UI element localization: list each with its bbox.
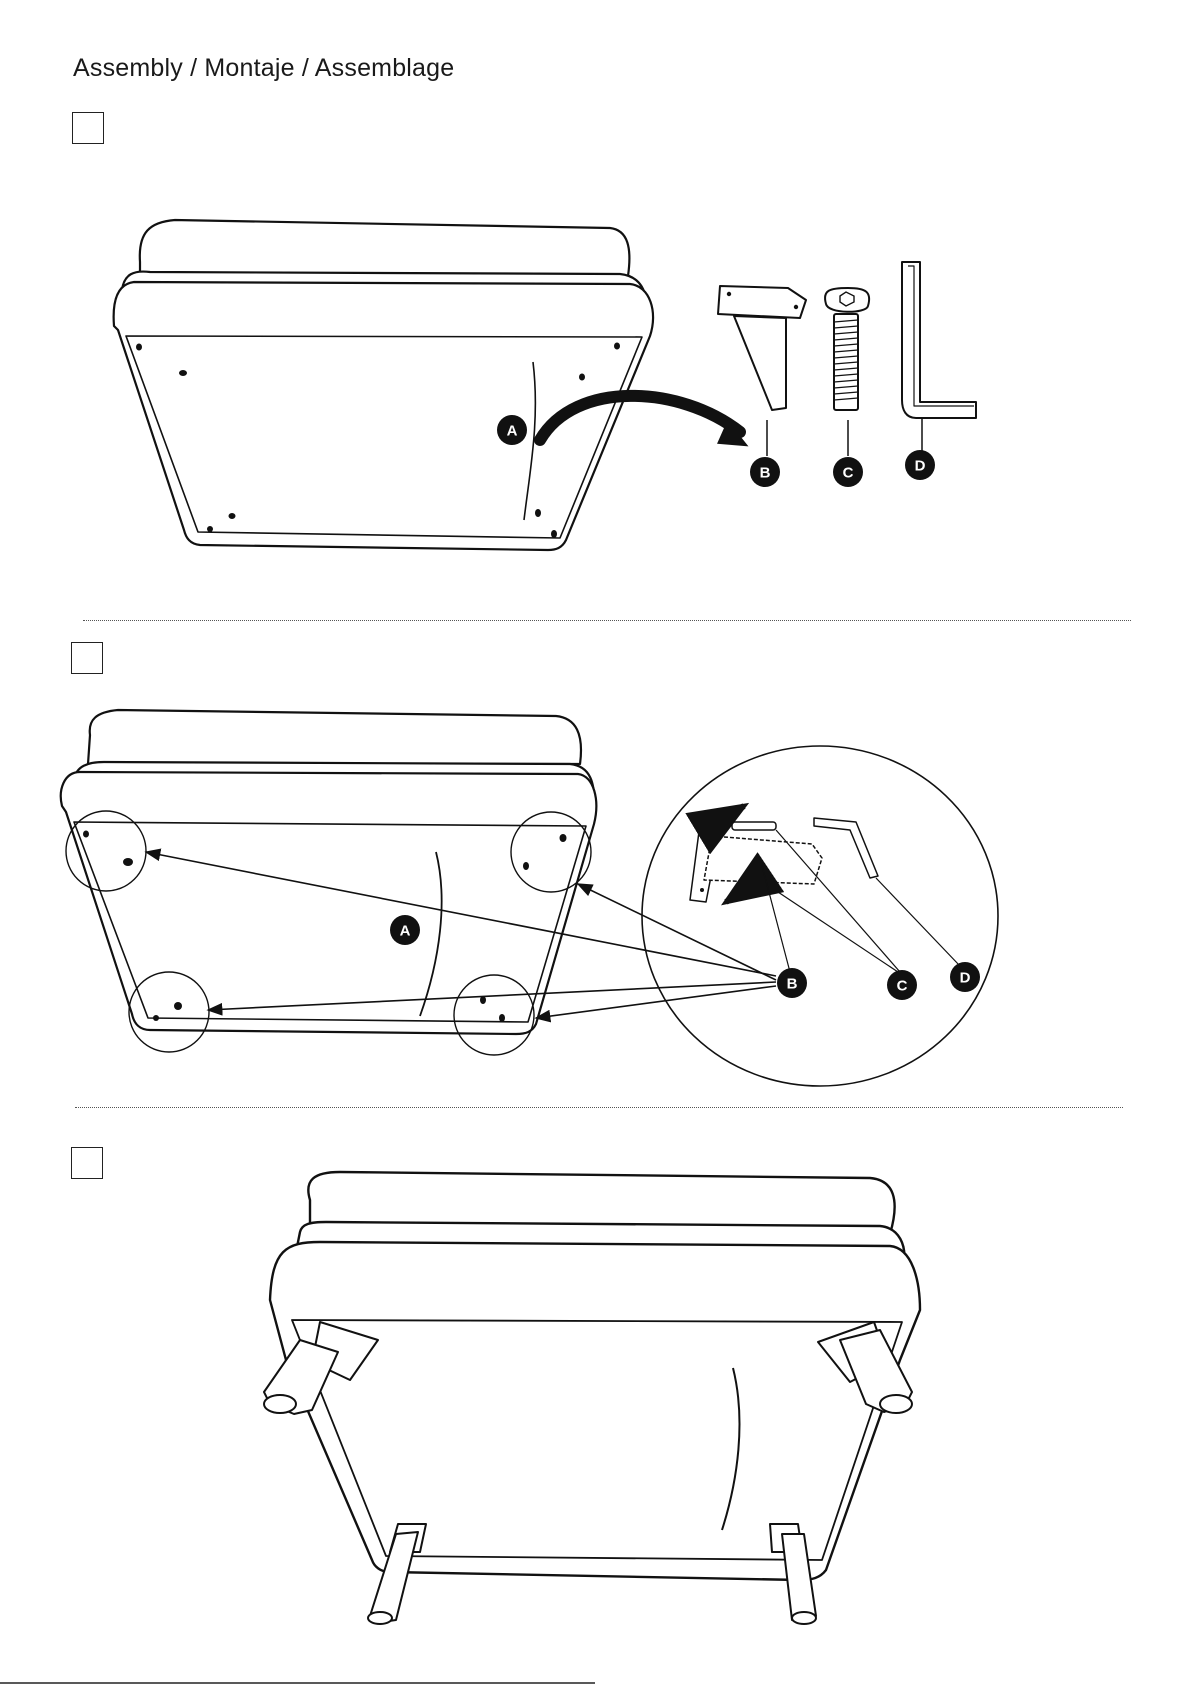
step-3-sofa-icon [270, 1172, 920, 1580]
step-2-label-b: B [777, 968, 807, 998]
svg-text:B: B [760, 465, 771, 482]
step-1-label-b: B [750, 457, 780, 487]
step-2-label-c: C [887, 970, 917, 1000]
svg-text:C: C [897, 978, 908, 995]
step-1-label-d: D [905, 450, 935, 480]
svg-text:B: B [787, 976, 798, 993]
svg-text:A: A [400, 923, 411, 940]
step-1-label-a: A [497, 415, 527, 445]
step-2-label-a: A [390, 915, 420, 945]
svg-text:D: D [915, 458, 926, 475]
step-2-label-d: D [950, 962, 980, 992]
step-2-magnifier-circle-icon: B C D [642, 746, 998, 1086]
step-1-allen-key-icon [902, 262, 976, 418]
step-1-label-c: C [833, 457, 863, 487]
svg-text:C: C [843, 465, 854, 482]
step-1-bolt-icon [825, 288, 869, 410]
step-1-leg-icon [718, 286, 806, 410]
svg-text:D: D [960, 970, 971, 987]
svg-text:A: A [507, 423, 518, 440]
step-1-sofa-icon [114, 220, 653, 550]
